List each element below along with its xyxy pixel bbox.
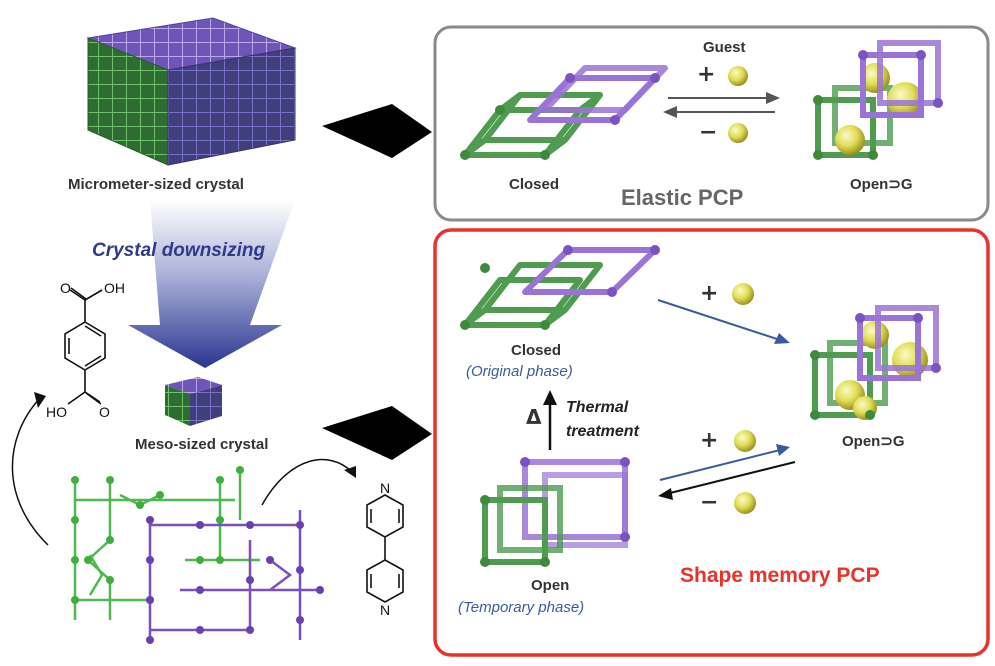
guest-sphere-icon	[728, 66, 748, 86]
sm-opengg-framework	[810, 305, 941, 420]
atom-oh-top: OH	[104, 280, 125, 296]
micrometer-crystal-icon	[86, 17, 297, 166]
atom-o-bottom: O	[99, 404, 110, 420]
atom-n-bottom: N	[380, 602, 391, 618]
elastic-closed-label: Closed	[509, 176, 560, 193]
elastic-closed-framework	[460, 65, 668, 160]
sm-open-label: Open	[531, 577, 570, 594]
curved-arrow-left	[11, 397, 49, 546]
meso-crystal-label: Meso-sized crystal	[135, 436, 269, 453]
downsizing-arrow	[128, 200, 295, 368]
guest-sphere-icon	[734, 430, 756, 452]
atom-n-top: N	[380, 480, 391, 496]
elastic-minus: −	[699, 120, 718, 145]
big-arrow-top	[322, 104, 432, 158]
sm-closed-label: Closed	[511, 342, 562, 359]
sm-arrow-open-to-openg	[659, 449, 781, 481]
guest-sphere-icon	[728, 123, 748, 143]
terephthalic-acid-molecule	[64, 287, 106, 405]
sm-temporary-phase-label: (Temporary phase)	[458, 599, 585, 616]
meso-crystal-icon	[165, 377, 222, 426]
shape-memory-pcp-title: Shape memory PCP	[680, 564, 880, 587]
molecular-framework	[71, 466, 324, 644]
sm-minus: −	[700, 490, 719, 515]
sm-original-phase-label: (Original phase)	[466, 363, 573, 380]
sm-open-framework	[480, 457, 630, 567]
guest-label: Guest	[703, 39, 746, 56]
sm-thermal-label-1: Thermal	[566, 399, 629, 416]
atom-o-top: O	[60, 280, 71, 296]
guest-sphere-icon	[734, 492, 756, 514]
atom-ho-bottom: HO	[46, 404, 67, 420]
sm-closed-framework	[460, 245, 660, 330]
micrometer-crystal-label: Micrometer-sized crystal	[68, 176, 244, 193]
sm-plus-bottom: +	[700, 428, 719, 453]
sm-arrow-openg-to-open	[661, 461, 796, 496]
elastic-plus: +	[697, 62, 716, 87]
elastic-pcp-panel	[433, 25, 990, 222]
shape-memory-pcp-panel	[433, 228, 990, 657]
big-arrow-bottom	[322, 406, 432, 460]
sm-delta-symbol: Δ	[526, 405, 542, 429]
crystal-downsizing-label: Crystal downsizing	[92, 240, 266, 261]
elastic-open-label: Open⊃G	[850, 176, 913, 193]
curved-arrow-right	[261, 458, 353, 506]
sm-opengg-label: Open⊃G	[842, 433, 905, 450]
elastic-open-framework	[813, 40, 943, 160]
guest-sphere-icon	[732, 283, 754, 305]
sm-thermal-label-2: treatment	[566, 423, 639, 440]
sm-plus-top: +	[700, 281, 719, 306]
elastic-pcp-title: Elastic PCP	[621, 185, 744, 210]
sm-arrow-closed-to-open	[657, 299, 781, 341]
bipyridine-molecule	[366, 494, 404, 603]
